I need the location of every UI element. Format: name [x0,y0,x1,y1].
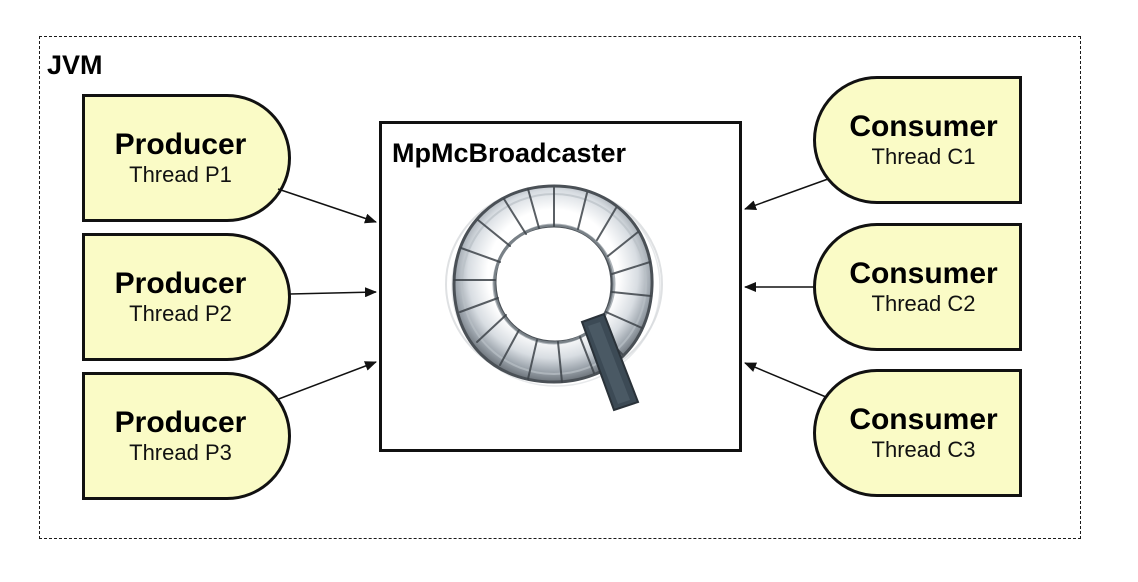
producer-thread-label: Thread P1 [129,161,232,187]
producer-thread-label: Thread P2 [129,300,232,326]
producer-node-p1: Producer Thread P1 [82,94,291,222]
consumer-thread-label: Thread C3 [871,436,976,462]
ring-buffer-icon [445,184,663,412]
consumer-node-c1: Consumer Thread C1 [813,76,1022,204]
consumer-node-c2: Consumer Thread C2 [813,223,1022,351]
jvm-boundary [39,36,1081,539]
broadcaster-title: MpMcBroadcaster [392,138,627,168]
consumer-title: Consumer [849,256,998,290]
consumer-thread-label: Thread C1 [871,143,976,169]
consumer-title: Consumer [849,402,998,436]
producer-node-p3: Producer Thread P3 [82,372,291,500]
producer-thread-label: Thread P3 [129,439,232,465]
consumer-thread-label: Thread C2 [871,290,976,316]
producer-title: Producer [114,266,247,300]
producer-node-p2: Producer Thread P2 [82,233,291,361]
broadcaster-box: MpMcBroadcaster [379,121,742,452]
producer-title: Producer [114,405,247,439]
consumer-node-c3: Consumer Thread C3 [813,369,1022,497]
consumer-title: Consumer [849,109,998,143]
jvm-label: JVM [47,50,103,80]
producer-title: Producer [114,127,247,161]
